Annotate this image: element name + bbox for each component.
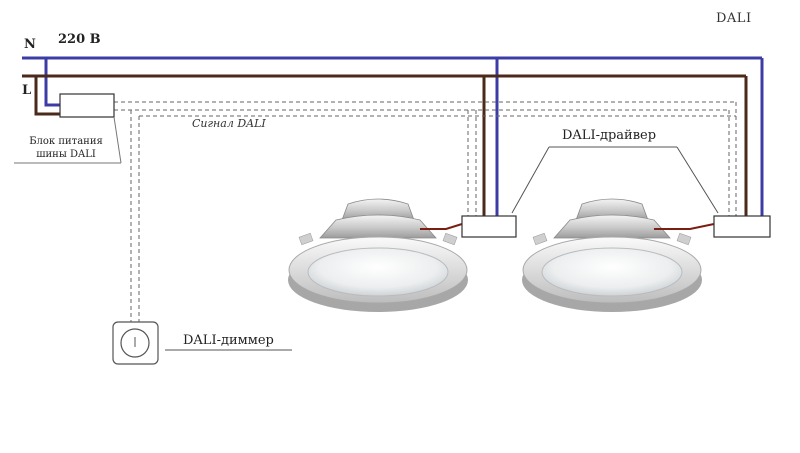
dimmer-label: DALI-диммер xyxy=(183,333,274,348)
diagram-title: DALI xyxy=(716,11,752,26)
driver-callout-lines xyxy=(511,146,719,214)
dali-driver-box xyxy=(461,215,517,238)
dali-bus-power-supply xyxy=(59,93,115,118)
dali-signal-wires xyxy=(114,101,737,322)
dali-driver-box xyxy=(713,215,771,238)
driver-lead-wire xyxy=(654,223,715,230)
recessed-downlight-icon xyxy=(522,198,702,312)
voltage-label: 220 В xyxy=(58,32,101,47)
recessed-downlight-icon xyxy=(288,198,468,312)
psu-callout-line xyxy=(113,116,122,164)
line-label: L xyxy=(22,83,32,98)
psu-label: Блок питания шины DALI xyxy=(29,136,103,160)
neutral-label: N xyxy=(24,37,36,52)
neutral-wire xyxy=(22,56,764,216)
line-wire xyxy=(22,74,748,216)
driver-label: DALI-драйвер xyxy=(562,128,657,143)
signal-label: Сигнал DALI xyxy=(192,117,266,130)
driver-lead-wire xyxy=(420,223,463,230)
rotary-dimmer-icon xyxy=(112,321,159,365)
